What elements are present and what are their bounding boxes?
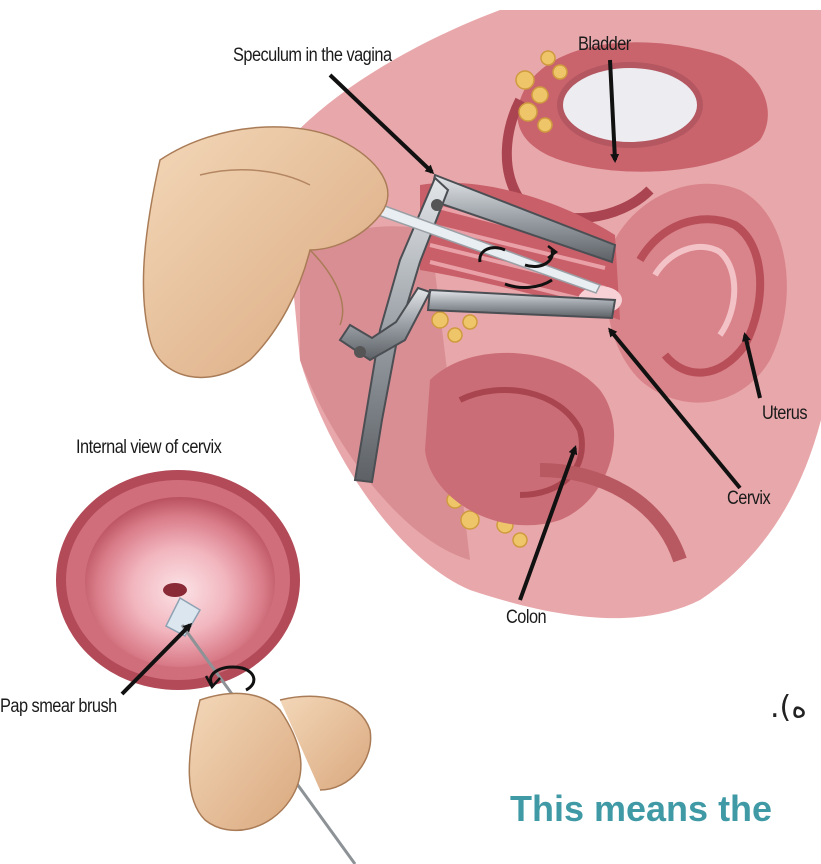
label-bladder: Bladder — [578, 34, 631, 56]
label-uterus: Uterus — [762, 403, 807, 425]
caption-text: This means the — [510, 788, 772, 830]
cervix-internal-view — [56, 470, 300, 690]
label-cervix: Cervix — [727, 488, 770, 510]
label-speculum: Speculum in the vagina — [233, 45, 392, 67]
text-fragment: .(ه — [770, 690, 807, 725]
label-pap-brush: Pap smear brush — [0, 696, 117, 718]
label-internal-view: Internal view of cervix — [76, 437, 221, 459]
uterus-organ — [606, 184, 787, 403]
hand-lower — [189, 693, 370, 830]
label-colon: Colon — [506, 607, 546, 629]
